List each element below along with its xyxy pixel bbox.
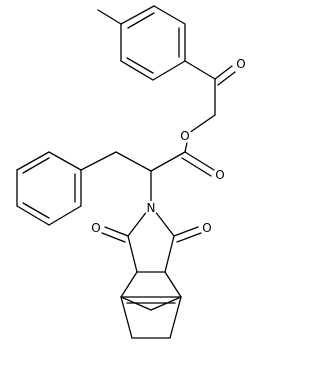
bond-ketone-c-o xyxy=(214,65,233,80)
bond-carbonyl-ring-left xyxy=(127,235,138,273)
atom-label: O xyxy=(202,221,211,235)
atom-o-imide-left: O xyxy=(89,221,103,235)
bond-ring-left-down xyxy=(120,296,133,339)
bond-bridge-right xyxy=(150,296,182,311)
bond-methyl xyxy=(97,9,122,25)
bond-ketone-c-o xyxy=(217,71,236,86)
atom-label: O xyxy=(91,221,100,235)
bond-aryl-ring-inner xyxy=(126,57,154,74)
bond-phenyl-ring xyxy=(48,151,82,171)
bond-imide-c-o-left xyxy=(104,226,129,237)
atom-labels: O O O N O O xyxy=(89,57,248,235)
atom-label: O xyxy=(215,168,224,182)
bond-aryl-ring xyxy=(120,5,155,25)
bond-aryl-ring xyxy=(120,60,154,81)
bond-imide-c-o-right xyxy=(173,226,199,237)
bond-phenyl-ring-inner xyxy=(22,157,50,174)
bond-aryl-ring xyxy=(153,5,186,25)
bonds xyxy=(16,5,236,339)
atom-o-imide-right: O xyxy=(200,221,214,235)
bond-bridge-left xyxy=(120,296,152,311)
bond-bridgehead-right-up xyxy=(164,271,182,298)
bond-phenyl-ring xyxy=(16,151,50,171)
bond-ch2-phenyl xyxy=(80,151,117,171)
bond-phenyl-ring xyxy=(16,205,50,226)
bond-aryl-ring xyxy=(152,60,186,81)
atom-o-ketone: O xyxy=(234,57,248,71)
bond-ester-c-o xyxy=(181,157,212,177)
atom-label: N xyxy=(147,201,156,215)
bond-ring-right-down xyxy=(169,296,182,339)
bond-phenyl-ring-inner xyxy=(22,202,50,219)
atom-label: O xyxy=(236,57,245,71)
bond-ester-alpha xyxy=(150,151,186,172)
bond-carbonyl-ring-right xyxy=(164,235,175,273)
atom-o-ester-ether: O xyxy=(178,129,192,143)
bond-aryl-ring-inner xyxy=(127,12,155,29)
atom-o-ester-carbonyl: O xyxy=(213,168,227,182)
atom-n-imide: N xyxy=(144,201,158,215)
bond-alpha-ch2 xyxy=(115,151,152,172)
bond-aryl-carbonyl xyxy=(184,60,216,80)
bond-imide-c-o-right xyxy=(176,232,202,243)
bond-phenyl-ring xyxy=(48,205,82,226)
bond-ch2-o xyxy=(188,114,216,134)
bond-bridgehead-left-up xyxy=(120,271,138,298)
bond-ester-c-o xyxy=(184,151,215,171)
atom-label: O xyxy=(180,129,189,143)
bond-imide-c-o-left xyxy=(101,232,126,243)
molecule-structure: O O O N O O xyxy=(16,5,248,339)
